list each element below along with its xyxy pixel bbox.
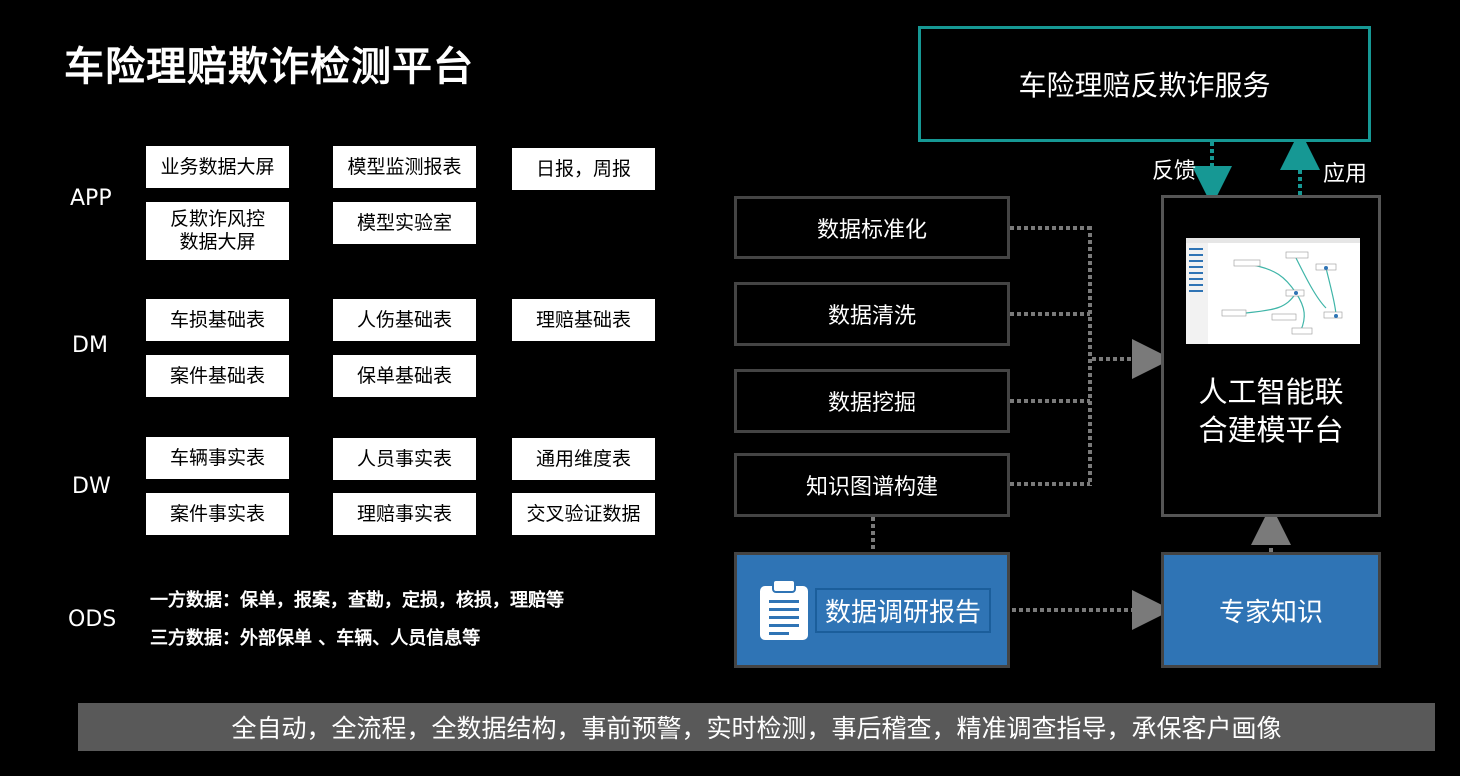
- research-report-label: 数据调研报告: [815, 587, 992, 633]
- dw-table-claim-fact: 理赔事实表: [333, 493, 476, 535]
- clipboard-icon: [760, 579, 808, 640]
- apply-label: 应用: [1323, 162, 1368, 187]
- layer-label-dm: DM: [72, 333, 108, 358]
- platform-screenshot-thumbnail: [1186, 238, 1360, 344]
- dm-table-vehicle-damage: 车损基础表: [146, 299, 289, 341]
- ods-first-party-data: 一方数据：保单，报案，查勘，定损，核损，理赔等: [150, 590, 564, 611]
- dw-table-vehicle-fact: 车辆事实表: [146, 437, 289, 479]
- dw-table-case-fact: 案件事实表: [146, 493, 289, 535]
- dw-table-cross-validation: 交叉验证数据: [512, 493, 655, 535]
- step-data-mining: 数据挖掘: [734, 369, 1010, 433]
- ods-third-party-data: 三方数据：外部保单 、车辆、人员信息等: [150, 628, 481, 649]
- step-data-standardization: 数据标准化: [734, 196, 1010, 259]
- layer-label-dw: DW: [72, 474, 111, 499]
- dm-table-case: 案件基础表: [146, 355, 289, 397]
- dm-table-policy: 保单基础表: [333, 355, 476, 397]
- page-title: 车险理赔欺诈检测平台: [64, 44, 474, 90]
- dw-table-person-fact: 人员事实表: [333, 438, 476, 480]
- research-report-box: 数据调研报告: [734, 552, 1010, 668]
- app-table-antifraud-dashboard: 反欺诈风控 数据大屏: [146, 202, 289, 260]
- app-table-business-dashboard: 业务数据大屏: [146, 146, 289, 188]
- ai-platform-label: 人工智能联 合建模平台: [1198, 375, 1344, 447]
- dw-table-common-dimension: 通用维度表: [512, 438, 655, 480]
- feedback-label: 反馈: [1152, 159, 1197, 184]
- app-table-model-lab: 模型实验室: [333, 202, 476, 244]
- expert-knowledge-box: 专家知识: [1161, 552, 1381, 668]
- anti-fraud-service-box: 车险理赔反欺诈服务: [918, 26, 1371, 142]
- step-data-cleaning: 数据清洗: [734, 282, 1010, 346]
- ai-platform-box: 人工智能联 合建模平台: [1161, 195, 1381, 517]
- workflow-graph-icon: [1186, 238, 1360, 344]
- dm-table-claim: 理赔基础表: [512, 299, 655, 341]
- app-table-model-monitor: 模型监测报表: [333, 146, 476, 188]
- app-table-daily-weekly: 日报，周报: [512, 148, 655, 190]
- layer-label-ods: ODS: [68, 607, 117, 632]
- layer-label-app: APP: [70, 186, 112, 211]
- step-knowledge-graph: 知识图谱构建: [734, 453, 1010, 517]
- dm-table-injury: 人伤基础表: [333, 299, 476, 341]
- feature-summary-bar: 全自动，全流程，全数据结构，事前预警，实时检测，事后稽查，精准调查指导，承保客户…: [78, 703, 1435, 751]
